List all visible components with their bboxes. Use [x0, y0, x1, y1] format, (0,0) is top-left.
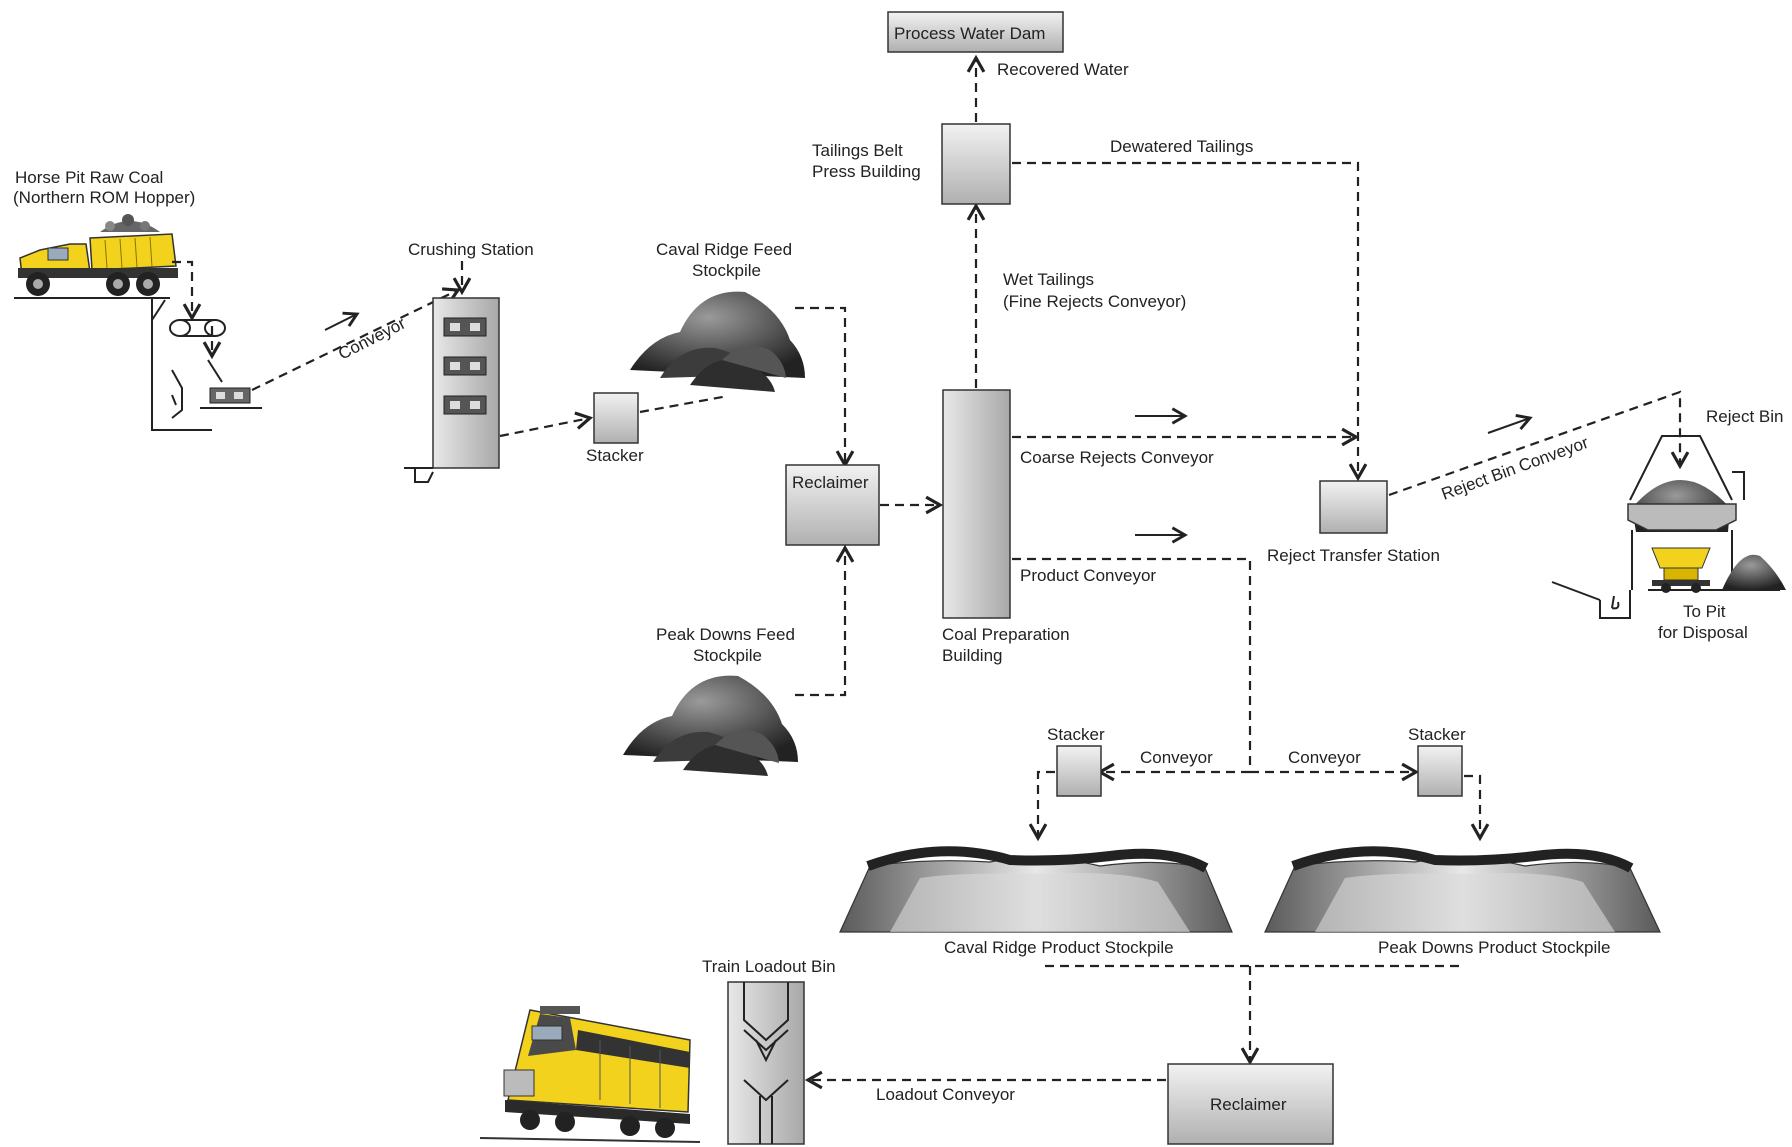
stacker-right — [1417, 745, 1463, 797]
label-crushing-station: Crushing Station — [408, 240, 534, 259]
hopper-icon — [1551, 435, 1780, 619]
label-train-loadout: Train Loadout Bin — [702, 957, 836, 976]
tailings-belt-press-building — [941, 123, 1011, 205]
label-peak-product: Peak Downs Product Stockpile — [1378, 938, 1610, 957]
label-conveyor-left: Conveyor — [1140, 748, 1213, 767]
label-wet-tailings-1: Wet Tailings — [1003, 270, 1094, 289]
coal-preparation-building — [942, 389, 1011, 619]
label-coal-prep-2: Building — [942, 646, 1003, 665]
label-reclaimer-bottom: Reclaimer — [1210, 1095, 1287, 1114]
label-coarse-rejects: Coarse Rejects Conveyor — [1020, 448, 1214, 467]
label-peak-feed-1: Peak Downs Feed — [656, 625, 795, 644]
process-water-dam — [887, 11, 1064, 53]
label-horse-pit-2: (Northern ROM Hopper) — [13, 188, 195, 207]
label-coal-prep-1: Coal Preparation — [942, 625, 1070, 644]
label-tailings-1: Tailings Belt — [812, 141, 903, 160]
coal-pile-icon — [623, 675, 798, 776]
label-recovered-water: Recovered Water — [997, 60, 1129, 79]
label-caval-product: Caval Ridge Product Stockpile — [944, 938, 1174, 957]
label-wet-tailings-2: (Fine Rejects Conveyor) — [1003, 292, 1186, 311]
stacker-1 — [593, 392, 639, 444]
stacker-left — [1056, 745, 1102, 797]
flow-direction-arrow — [1487, 414, 1533, 434]
locomotive-icon — [479, 1006, 701, 1143]
dump-truck-icon — [18, 214, 178, 296]
crushing-station — [404, 297, 500, 483]
dump-truck-icon — [1651, 547, 1711, 593]
label-horse-pit-1: Horse Pit Raw Coal — [15, 168, 163, 187]
label-reclaimer-top: Reclaimer — [792, 473, 869, 492]
label-stacker-left: Stacker — [1047, 725, 1105, 744]
label-dewatered-tailings: Dewatered Tailings — [1110, 137, 1253, 156]
label-peak-feed-2: Stockpile — [693, 646, 762, 665]
train-loadout-bin — [727, 981, 805, 1145]
label-stacker-1: Stacker — [586, 446, 644, 465]
label-to-pit-2: for Disposal — [1658, 623, 1748, 642]
caval-ridge-product-stockpile — [839, 846, 1233, 933]
label-caval-feed-1: Caval Ridge Feed — [656, 240, 792, 259]
reclaimer-top — [785, 464, 880, 546]
label-tailings-2: Press Building — [812, 162, 921, 181]
label-stacker-right: Stacker — [1408, 725, 1466, 744]
label-reject-bin: Reject Bin — [1706, 407, 1783, 426]
coal-pile-icon — [630, 291, 805, 392]
label-caval-feed-2: Stockpile — [692, 261, 761, 280]
reclaimer-bottom — [1167, 1063, 1334, 1145]
label-product-conveyor: Product Conveyor — [1020, 566, 1156, 585]
label-process-water-dam: Process Water Dam — [894, 24, 1045, 43]
label-reject-transfer: Reject Transfer Station — [1267, 546, 1440, 565]
reject-transfer-station — [1319, 480, 1388, 534]
peak-downs-product-stockpile — [1264, 846, 1661, 933]
rom-hopper — [14, 297, 262, 431]
label-conveyor-diag: Conveyor — [335, 313, 409, 363]
label-conveyor-right: Conveyor — [1288, 748, 1361, 767]
coal-pile-icon — [1722, 554, 1786, 590]
label-to-pit-1: To Pit — [1683, 602, 1726, 621]
label-loadout-conveyor: Loadout Conveyor — [876, 1085, 1015, 1104]
flow-direction-arrow — [324, 311, 360, 331]
